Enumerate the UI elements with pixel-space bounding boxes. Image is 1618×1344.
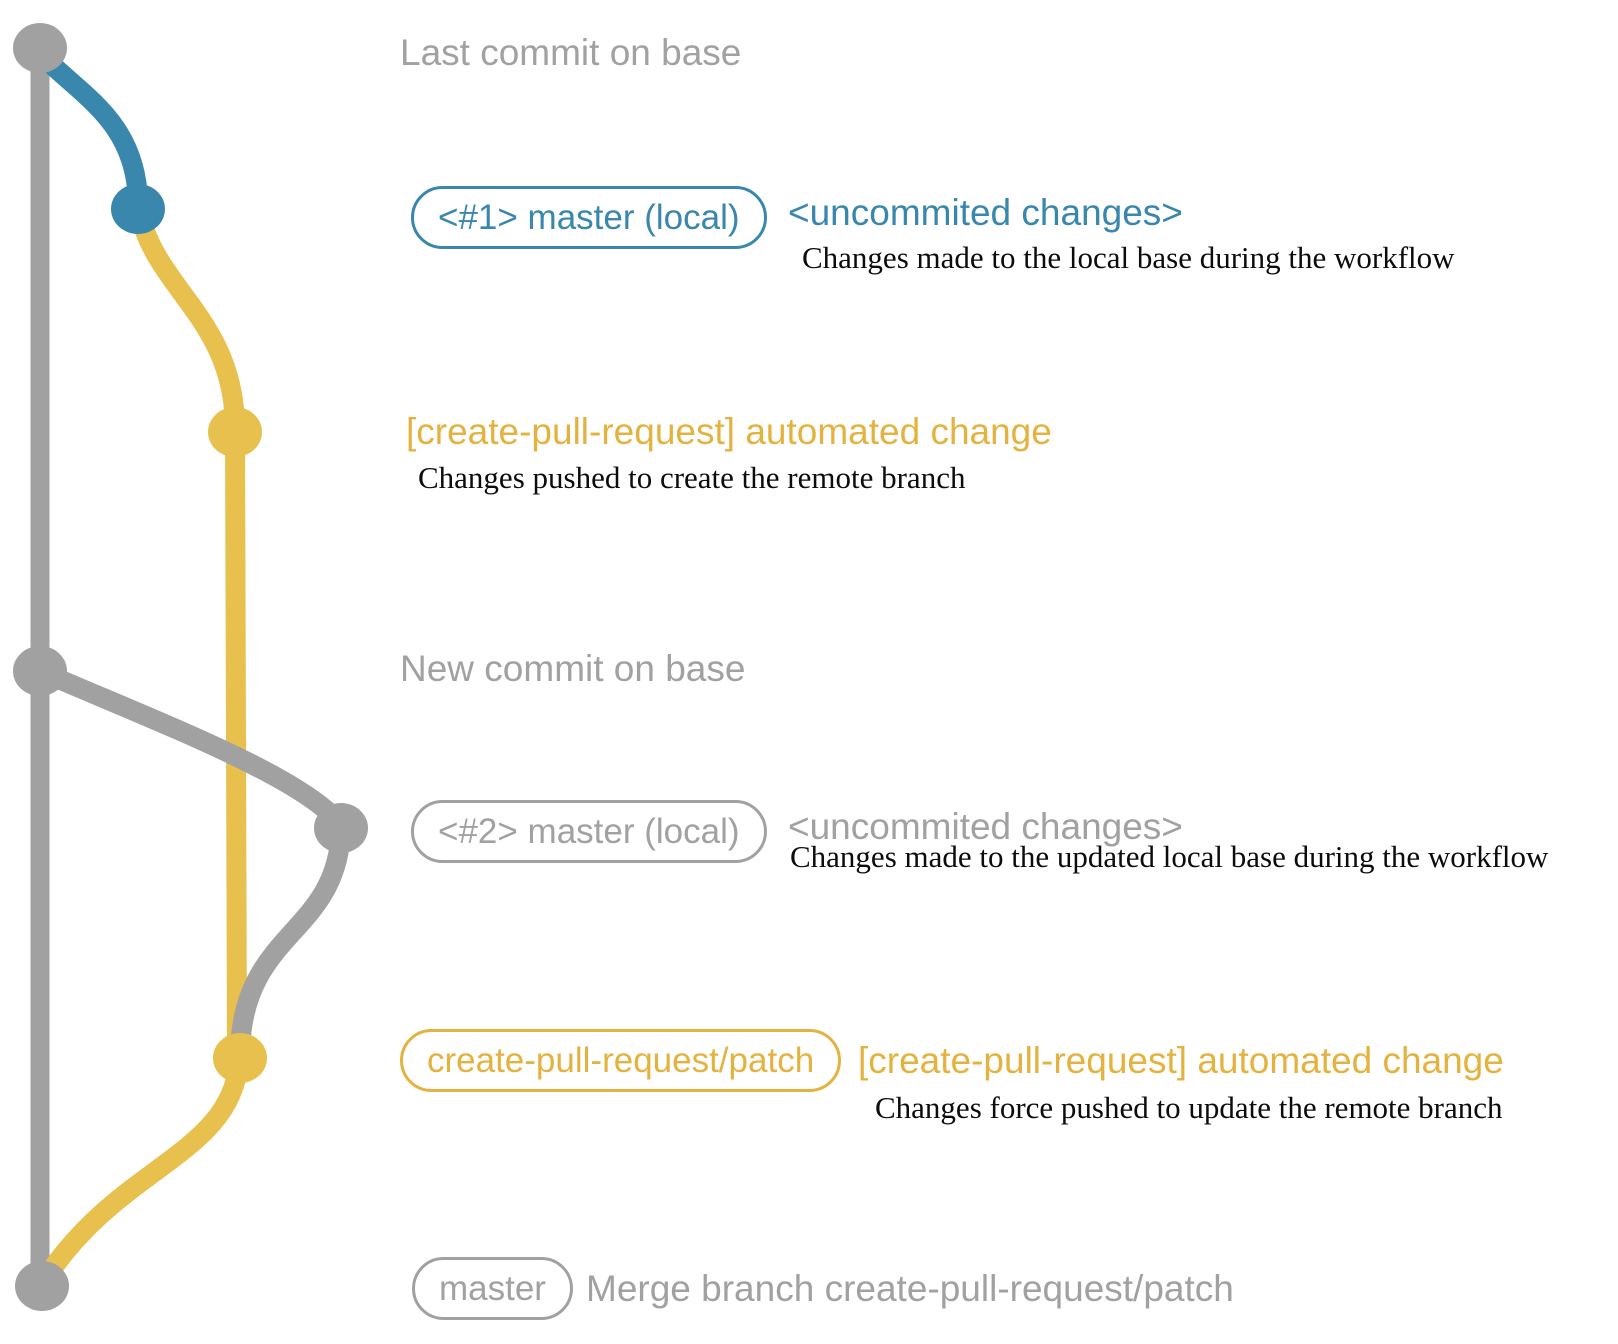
badge-create-pull-request-patch: create-pull-request/patch [400,1029,842,1092]
commit-node-local-1 [111,184,165,234]
local-branch-line-1 [32,45,148,210]
commit-node-local-2 [314,803,368,853]
desc-local-changes-2: Changes made to the updated local base d… [790,839,1549,874]
force-push-line [230,820,351,1060]
badge-master-local-1: <#1> master (local) [411,186,767,249]
label-automated-change-1: [create-pull-request] automated change [406,411,1052,452]
merge-line [36,1050,249,1288]
commit-node-automated-1 [208,407,262,457]
commit-node-merge [15,1261,69,1311]
desc-force-push-update-remote: Changes force pushed to update the remot… [875,1090,1503,1125]
git-graph [13,23,368,1311]
badge-master: master [412,1257,573,1320]
desc-push-create-remote: Changes pushed to create the remote bran… [418,460,966,495]
rebase-line [30,661,349,833]
commit-node-new-base [13,646,67,696]
desc-local-changes-1: Changes made to the local base during th… [802,240,1455,275]
label-merge-branch: Merge branch create-pull-request/patch [586,1268,1234,1309]
label-automated-change-2: [create-pull-request] automated change [858,1040,1504,1081]
patch-branch-line [130,205,247,1066]
badge-master-local-2: <#2> master (local) [411,800,767,863]
note-uncommitted-changes-2: <uncommited changes> [788,806,1183,847]
label-new-commit-on-base: New commit on base [400,648,746,689]
label-last-commit-on-base: Last commit on base [400,32,742,73]
commit-node-last-base [13,23,67,73]
commit-node-automated-2 [213,1033,267,1083]
note-uncommitted-changes-1: <uncommited changes> [788,192,1183,233]
